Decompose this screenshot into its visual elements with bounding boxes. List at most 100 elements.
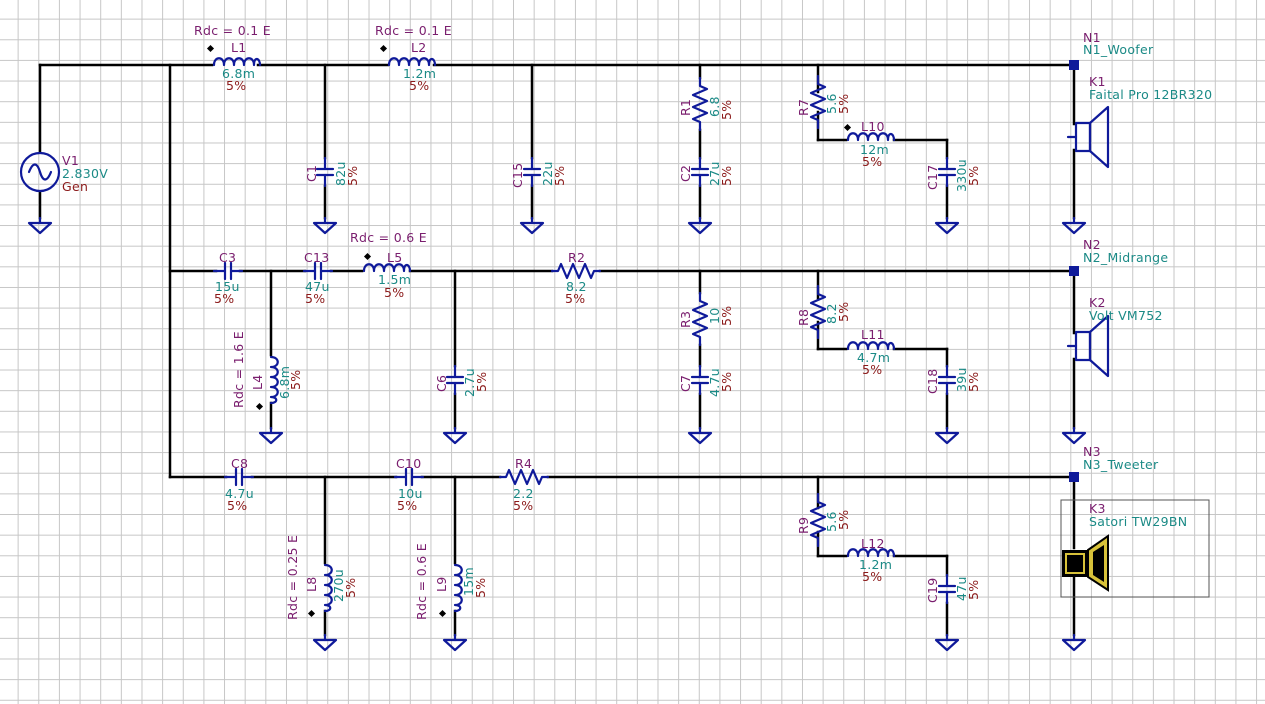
c15-value: 22u: [540, 161, 555, 186]
c18-tol: 5%: [966, 372, 981, 392]
c6-value: 2.7u: [462, 368, 477, 397]
r7-name: R7: [796, 99, 811, 116]
inductor-l9[interactable]: [438, 563, 468, 652]
labels: V1 2.830V Gen Rdc = 0.1 E L1 6.8m 5% Rdc…: [62, 23, 1212, 620]
l2-rdc: Rdc = 0.1 E: [375, 23, 452, 38]
l8-value: 270u: [331, 569, 346, 602]
capacitor-c8[interactable]: [223, 467, 255, 487]
inductor-l2[interactable]: [379, 44, 437, 67]
node-n1-marker[interactable]: [1069, 60, 1079, 70]
node-n3-marker[interactable]: [1069, 472, 1079, 482]
l4-rdc: Rdc = 1.6 E: [231, 331, 246, 408]
speaker-k1[interactable]: [1061, 105, 1110, 235]
node-n2-marker[interactable]: [1069, 266, 1079, 276]
l9-rdc: Rdc = 0.6 E: [414, 543, 429, 620]
r2-value: 8.2: [566, 279, 587, 294]
resistor-r2[interactable]: [550, 262, 602, 280]
node-n3-id: N3: [1083, 444, 1101, 459]
resistor-r3[interactable]: [691, 291, 709, 347]
l1-tol: 5%: [226, 78, 246, 93]
speaker-k1-model: Faital Pro 12BR320: [1089, 87, 1212, 102]
c3-tol: 5%: [214, 291, 234, 306]
wires: [38, 63, 1076, 637]
node-n2-label: N2_Midrange: [1083, 250, 1168, 265]
l4-tol: 5%: [288, 370, 303, 390]
speaker-k3[interactable]: [1060, 499, 1210, 652]
l12-name: L12: [861, 536, 885, 551]
inductor-l11[interactable]: [846, 341, 896, 351]
capacitor-c13[interactable]: [302, 261, 334, 281]
capacitor-c3[interactable]: [212, 261, 244, 281]
resistor-r4[interactable]: [498, 468, 550, 486]
resistor-r7[interactable]: [809, 74, 827, 130]
c15-tol: 5%: [552, 166, 567, 186]
l12-value: 1.2m: [859, 557, 892, 572]
l1-rdc: Rdc = 0.1 E: [194, 23, 271, 38]
resistor-r9[interactable]: [809, 492, 827, 548]
l10-tol: 5%: [862, 154, 882, 169]
speaker-k2[interactable]: [1061, 314, 1110, 445]
l8-name: L8: [304, 576, 319, 592]
v1-value: 2.830V: [62, 166, 108, 181]
speaker-k3-id: K3: [1089, 501, 1106, 516]
node-markers: [1069, 60, 1079, 482]
l2-value: 1.2m: [403, 66, 436, 81]
r4-name: R4: [515, 456, 532, 471]
c17-tol: 5%: [966, 166, 981, 186]
c8-name: C8: [231, 456, 248, 471]
l5-tol: 5%: [384, 285, 404, 300]
c18-value: 39u: [954, 367, 969, 392]
node-n2-id: N2: [1083, 237, 1101, 252]
l5-rdc: Rdc = 0.6 E: [350, 230, 427, 245]
r7-tol: 5%: [836, 94, 851, 114]
c13-name: C13: [304, 250, 330, 265]
c2-value: 27u: [707, 161, 722, 186]
l10-value: 12m: [860, 142, 889, 157]
r9-tol: 5%: [836, 510, 851, 530]
c10-value: 10u: [398, 486, 423, 501]
l1-name: L1: [231, 40, 247, 55]
speaker-k2-model: Volt VM752: [1089, 308, 1163, 323]
l2-name: L2: [411, 40, 427, 55]
voltage-source-v1[interactable]: [19, 151, 61, 235]
l10-name: L10: [861, 119, 885, 134]
l9-value: 15m: [461, 567, 476, 596]
inductor-l8[interactable]: [307, 563, 338, 652]
r1-name: R1: [678, 99, 693, 116]
r2-tol: 5%: [565, 291, 585, 306]
c10-tol: 5%: [397, 498, 417, 513]
c3-value: 15u: [215, 279, 240, 294]
speaker-k3-model: Satori TW29BN: [1089, 514, 1187, 529]
c6-tol: 5%: [474, 372, 489, 392]
inductor-l5[interactable]: [362, 252, 412, 273]
c19-name: C19: [925, 577, 940, 603]
inductor-l1[interactable]: [206, 44, 262, 67]
r4-tol: 5%: [513, 498, 533, 513]
r9-value: 5.6: [824, 511, 839, 532]
ground-icon: [27, 216, 53, 235]
l8-rdc: Rdc = 0.25 E: [285, 535, 300, 620]
inductor-l10[interactable]: [843, 123, 896, 142]
l4-value: 6.8m: [277, 366, 292, 399]
c19-value: 47u: [954, 576, 969, 601]
r9-name: R9: [796, 517, 811, 534]
r4-value: 2.2: [513, 486, 534, 501]
c19-tol: 5%: [966, 580, 981, 600]
l12-tol: 5%: [862, 569, 882, 584]
l4-name: L4: [250, 374, 265, 390]
c2-tol: 5%: [719, 166, 734, 186]
c6-name: C6: [434, 375, 449, 392]
r8-tol: 5%: [836, 302, 851, 322]
inductor-l4[interactable]: [255, 355, 284, 445]
capacitor-c10[interactable]: [393, 467, 425, 487]
r1-tol: 5%: [719, 100, 734, 120]
c1-tol: 5%: [345, 166, 360, 186]
l11-tol: 5%: [862, 362, 882, 377]
node-n3-label: N3_Tweeter: [1083, 457, 1159, 472]
resistor-r8[interactable]: [809, 284, 827, 340]
l2-tol: 5%: [409, 78, 429, 93]
r2-name: R2: [568, 250, 585, 265]
resistor-r1[interactable]: [691, 76, 709, 132]
